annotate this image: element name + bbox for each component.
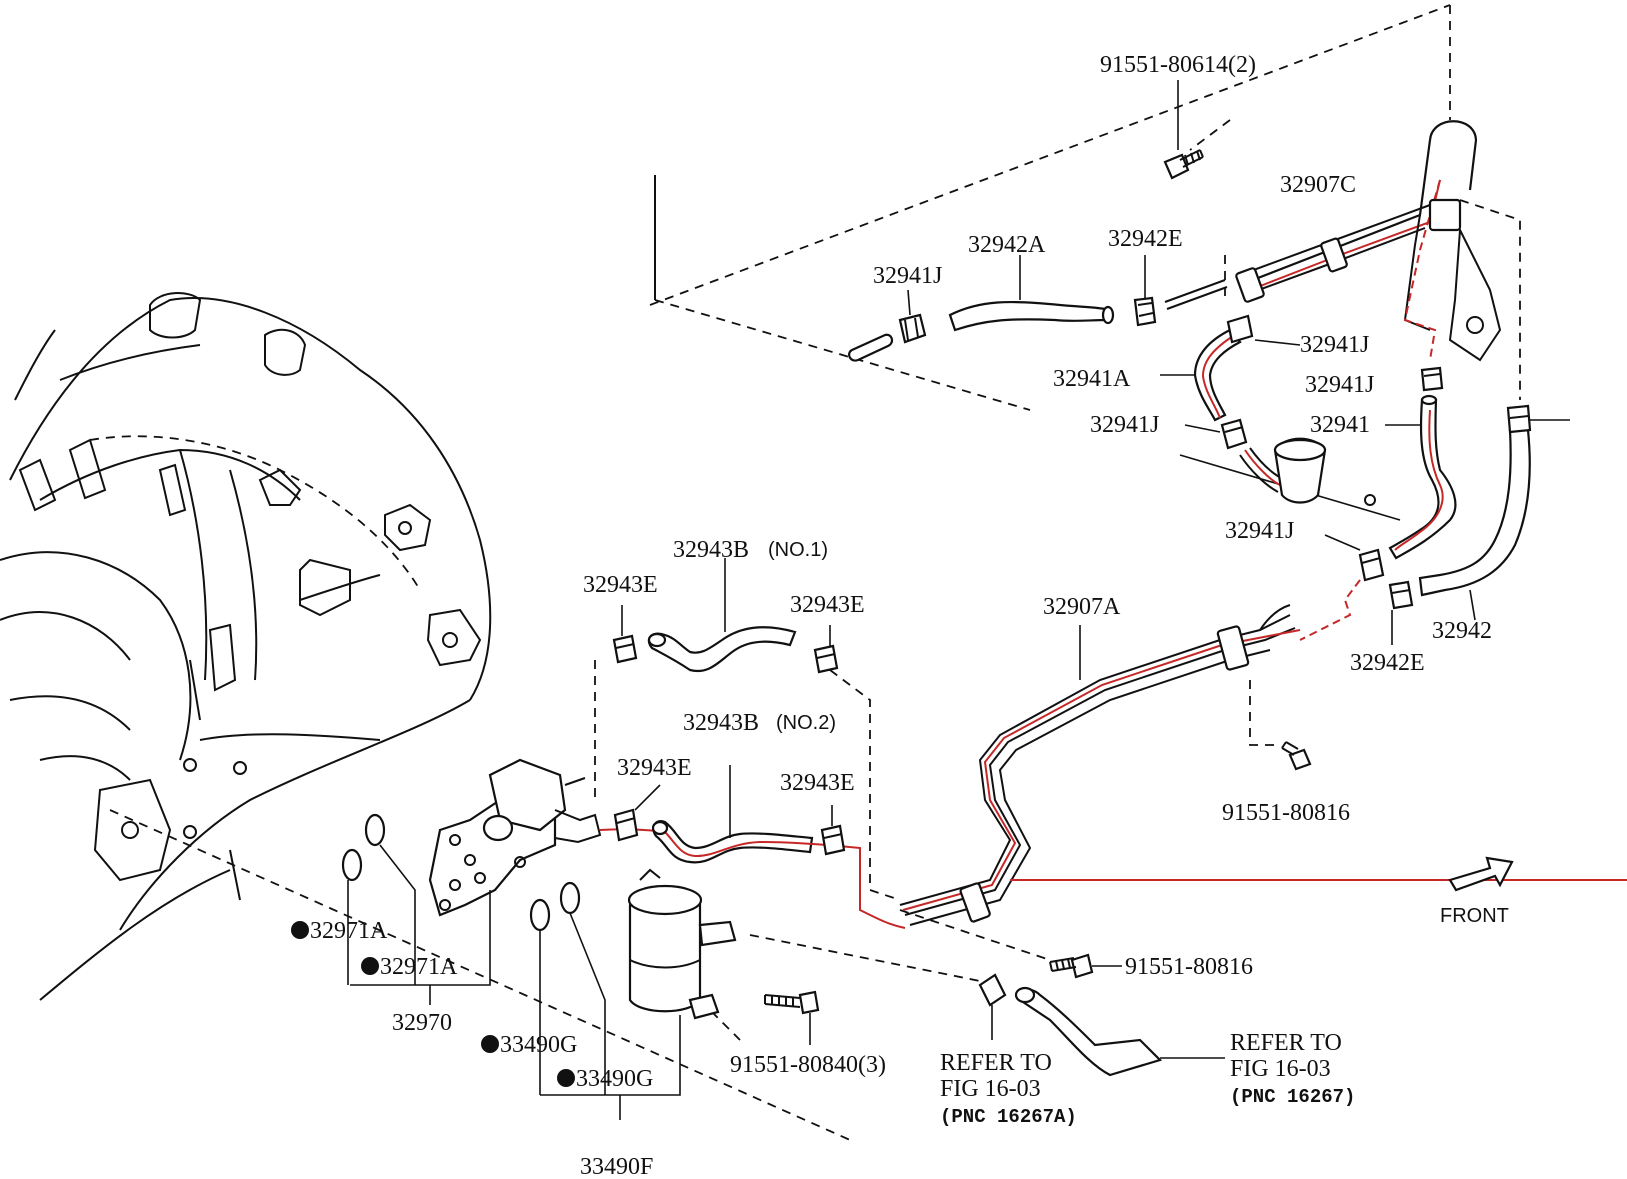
label-hose-32943B-no1: 32943B [673, 537, 749, 563]
label-oring-33490G-a: 33490G [500, 1032, 577, 1058]
clip-32941J-lower [1184, 418, 1286, 493]
label-clip-32941J-right: 32941J [1305, 372, 1374, 398]
front-arrow-icon [1448, 856, 1514, 892]
label-clip-32943E-b: 32943E [790, 592, 865, 618]
clip-32941J-left [848, 289, 927, 362]
label-refer-b-line2: FIG 16-03 [1230, 1056, 1331, 1082]
hose-32941A [1160, 314, 1301, 422]
bolt-91551-80840 [764, 990, 820, 1045]
clip-32942E-bottom [1388, 580, 1414, 645]
label-hose-32941A: 32941A [1053, 366, 1131, 392]
label-tube-32907A: 32907A [1043, 594, 1121, 620]
clip-32943E-b [813, 625, 839, 674]
label-hose-32941: 32941 [1310, 412, 1370, 438]
label-bolt-top: 91551-80614(2) [1100, 52, 1256, 78]
label-bolt-mid: 91551-80816 [1125, 954, 1253, 980]
hose-32941 [1385, 394, 1457, 560]
label-clip-32943E-a: 32943E [583, 572, 658, 598]
tube-32907C [1235, 120, 1502, 362]
refer-clip-16267A [978, 973, 1007, 1040]
label-hose-32942: 32942 [1432, 618, 1492, 644]
hose-32943B-no2 [599, 765, 906, 929]
oring-32971A-b [364, 813, 416, 985]
bolt-91551-80816-mid [1049, 953, 1122, 979]
hose-32943B-no1 [647, 558, 797, 673]
oring-33490G-a [529, 898, 551, 1095]
clip-32943E-c [613, 784, 661, 842]
oil-cooler-33490F [540, 868, 737, 1096]
label-clip-32941J-left: 32941J [873, 263, 942, 289]
bolt-91551-80614 [1163, 80, 1204, 180]
label-oring-32971A-b: 32971A [380, 954, 458, 980]
tube-32907A [899, 604, 1627, 926]
clip-32942E-top [1133, 255, 1228, 327]
refer-hose-16267 [1014, 986, 1225, 1077]
label-assy-32970: 32970 [392, 1010, 452, 1036]
label-clip-32943E-d: 32943E [780, 770, 855, 796]
hose-32942A [948, 255, 1115, 332]
label-clip-32943E-c: 32943E [617, 755, 692, 781]
clip-32943E-d [820, 805, 846, 856]
bolt-91551-80816-right [1281, 741, 1312, 771]
clip-32941J-bottom [1324, 534, 1385, 582]
hose-32942 [1418, 404, 1570, 621]
clip-32941J-right [1420, 366, 1444, 392]
label-no1-tag: (NO.1) [768, 539, 828, 561]
label-bolt-bottom: 91551-80840(3) [730, 1052, 886, 1078]
label-clip-32942E-top: 32942E [1108, 226, 1183, 252]
clip-32943E-a [612, 605, 638, 664]
label-hose-32943B-no2: 32943B [683, 710, 759, 736]
label-refer-a-pnc: (PNC 16267A) [940, 1106, 1077, 1128]
labels: 91551-80614(2) 32907C 32942A 32942E 3294… [291, 52, 1509, 1179]
label-bolt-right: 91551-80816 [1222, 800, 1350, 826]
canister [1273, 437, 1376, 506]
filled-dot-marker [291, 921, 309, 939]
label-clip-32942E-bottom: 32942E [1350, 650, 1425, 676]
filled-dot-marker [481, 1035, 499, 1053]
oring-32971A-a [341, 848, 363, 985]
label-oring-32971A-a: 32971A [310, 918, 388, 944]
label-refer-a-line2: FIG 16-03 [940, 1076, 1041, 1102]
label-clip-32941J-bottom: 32941J [1225, 518, 1294, 544]
label-clip-32941J-lower: 32941J [1090, 412, 1159, 438]
label-refer-a-line1: REFER TO [940, 1050, 1052, 1076]
label-refer-b-pnc: (PNC 16267) [1230, 1086, 1355, 1108]
label-refer-b-line1: REFER TO [1230, 1030, 1342, 1056]
label-tube-32907C: 32907C [1280, 172, 1356, 198]
label-no2-tag: (NO.2) [776, 712, 836, 734]
label-clip-32941J-mid: 32941J [1300, 332, 1369, 358]
label-oring-33490G-b: 33490G [576, 1066, 653, 1092]
label-front: FRONT [1440, 905, 1509, 927]
filled-dot-marker [361, 957, 379, 975]
label-hose-32942A: 32942A [968, 232, 1046, 258]
valve-body-32970 [350, 758, 602, 986]
oring-33490G-b [559, 881, 606, 1095]
label-assy-33490F: 33490F [580, 1154, 653, 1179]
filled-dot-marker [557, 1069, 575, 1087]
transmission-housing [0, 292, 492, 1001]
